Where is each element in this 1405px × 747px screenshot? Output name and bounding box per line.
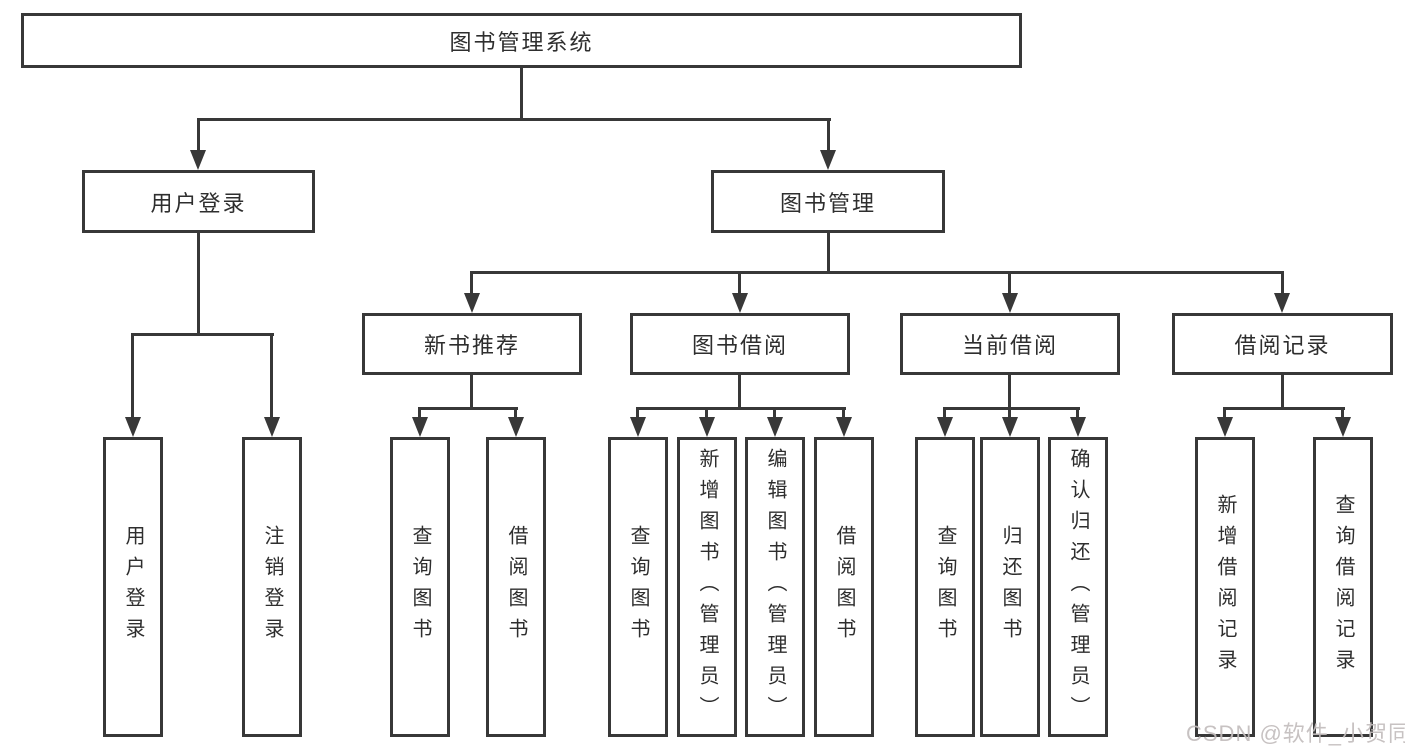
node-book-borrow: 图书借阅	[630, 313, 850, 375]
arrowhead-down	[732, 293, 748, 313]
arrowhead-down	[767, 417, 783, 437]
arrowhead-down	[820, 150, 836, 170]
connector-vline	[827, 118, 830, 152]
leaf-query-books: 查询图书	[915, 437, 975, 737]
leaf-label: 查询图书	[934, 525, 956, 649]
leaf-label: 用户登录	[122, 525, 144, 649]
leaf-label: 新增图书（管理员）	[696, 447, 718, 727]
connector-vline	[1008, 375, 1011, 410]
node-root: 图书管理系统	[21, 13, 1022, 68]
connector-hline	[470, 271, 1284, 274]
connector-vline	[514, 407, 517, 419]
leaf-label: 新增借阅记录	[1214, 494, 1236, 680]
leaf-logout-login: 注销登录	[242, 437, 302, 737]
arrowhead-down	[630, 417, 646, 437]
connector-vline	[773, 407, 776, 419]
leaf-add-books-admin: 新增图书（管理员）	[677, 437, 737, 737]
leaf-confirm-return-admin: 确认归还（管理员）	[1048, 437, 1108, 737]
connector-vline	[1076, 407, 1079, 419]
leaf-return-books: 归还图书	[980, 437, 1040, 737]
arrowhead-down	[937, 417, 953, 437]
connector-vline	[1281, 271, 1284, 295]
arrowhead-down	[836, 417, 852, 437]
leaf-label: 借阅图书	[833, 525, 855, 649]
connector-vline	[1008, 271, 1011, 295]
leaf-label: 查询借阅记录	[1332, 494, 1354, 680]
connector-vline	[418, 407, 421, 419]
connector-vline	[1223, 407, 1226, 419]
leaf-query-books: 查询图书	[608, 437, 668, 737]
leaf-label: 确认归还（管理员）	[1067, 447, 1089, 727]
node-user-login: 用户登录	[82, 170, 315, 233]
connector-hline	[1223, 407, 1345, 410]
connector-vline	[705, 407, 708, 419]
connector-vline	[270, 333, 273, 419]
node-borrow-record: 借阅记录	[1172, 313, 1393, 375]
connector-vline	[520, 68, 523, 120]
node-new-book-recommend: 新书推荐	[362, 313, 582, 375]
arrowhead-down	[1002, 417, 1018, 437]
leaf-label: 归还图书	[999, 525, 1021, 649]
arrowhead-down	[1274, 293, 1290, 313]
arrowhead-down	[1217, 417, 1233, 437]
leaf-label: 查询图书	[627, 525, 649, 649]
leaf-edit-books-admin: 编辑图书（管理员）	[745, 437, 805, 737]
connector-vline	[738, 271, 741, 295]
leaf-borrow-books: 借阅图书	[814, 437, 874, 737]
arrowhead-down	[190, 150, 206, 170]
leaf-query-books: 查询图书	[390, 437, 450, 737]
connector-hline	[418, 407, 518, 410]
watermark: CSDN @软件_小贺同学	[1186, 721, 1405, 746]
connector-vline	[943, 407, 946, 419]
leaf-borrow-books: 借阅图书	[486, 437, 546, 737]
arrowhead-down	[125, 417, 141, 437]
leaf-query-borrow-record: 查询借阅记录	[1313, 437, 1373, 737]
arrowhead-down	[1070, 417, 1086, 437]
leaf-user-login: 用户登录	[103, 437, 163, 737]
leaf-label: 编辑图书（管理员）	[764, 447, 786, 727]
connector-vline	[1341, 407, 1344, 419]
arrowhead-down	[464, 293, 480, 313]
leaf-add-borrow-record: 新增借阅记录	[1195, 437, 1255, 737]
connector-vline	[1281, 375, 1284, 410]
connector-vline	[197, 118, 200, 152]
connector-hline	[636, 407, 846, 410]
leaf-label: 借阅图书	[505, 525, 527, 649]
arrowhead-down	[508, 417, 524, 437]
connector-vline	[197, 233, 200, 336]
arrowhead-down	[412, 417, 428, 437]
connector-hline	[131, 333, 274, 336]
connector-vline	[738, 375, 741, 410]
connector-hline	[943, 407, 1080, 410]
arrowhead-down	[264, 417, 280, 437]
connector-vline	[470, 375, 473, 410]
leaf-label: 查询图书	[409, 525, 431, 649]
connector-vline	[842, 407, 845, 419]
arrowhead-down	[699, 417, 715, 437]
arrowhead-down	[1002, 293, 1018, 313]
node-current-borrow: 当前借阅	[900, 313, 1120, 375]
connector-hline	[197, 118, 831, 121]
leaf-label: 注销登录	[261, 525, 283, 649]
connector-vline	[470, 271, 473, 295]
connector-vline	[827, 233, 830, 274]
connector-vline	[131, 333, 134, 419]
connector-vline	[1008, 407, 1011, 419]
arrowhead-down	[1335, 417, 1351, 437]
node-book-management: 图书管理	[711, 170, 945, 233]
connector-vline	[636, 407, 639, 419]
